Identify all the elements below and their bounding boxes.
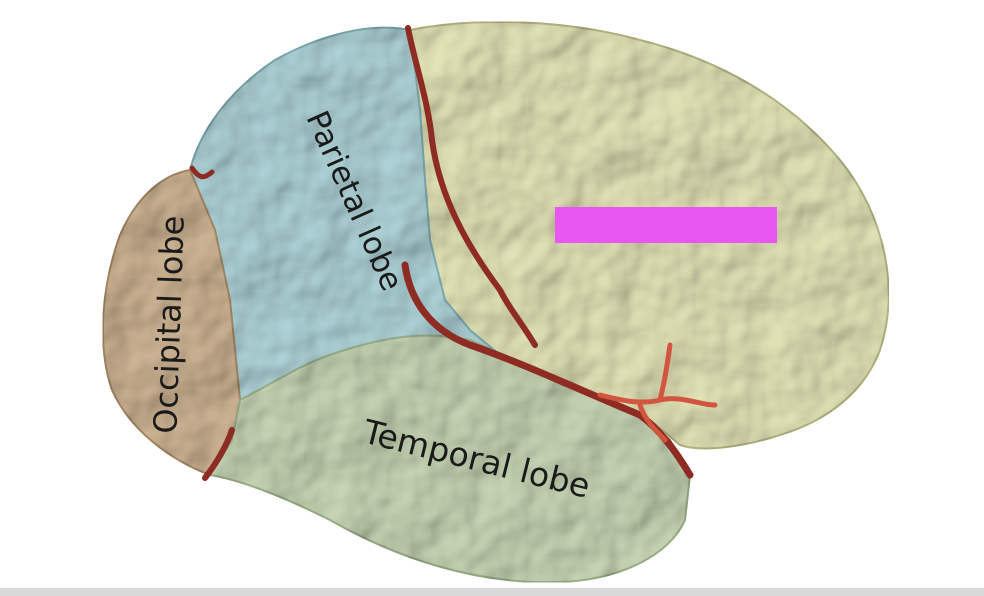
central-sulcus (405, 25, 538, 348)
preoccipital-notch (202, 427, 235, 481)
temporal-lobe (208, 334, 692, 584)
middle-cerebral-artery (597, 342, 718, 443)
occipital-lobe (102, 168, 242, 477)
bottom-border (0, 588, 984, 596)
frontal-lobe-label-box (555, 207, 777, 243)
occipital-lobe-label: Occipital lobe (146, 215, 192, 434)
parieto-occipital-sulcus (189, 165, 215, 180)
